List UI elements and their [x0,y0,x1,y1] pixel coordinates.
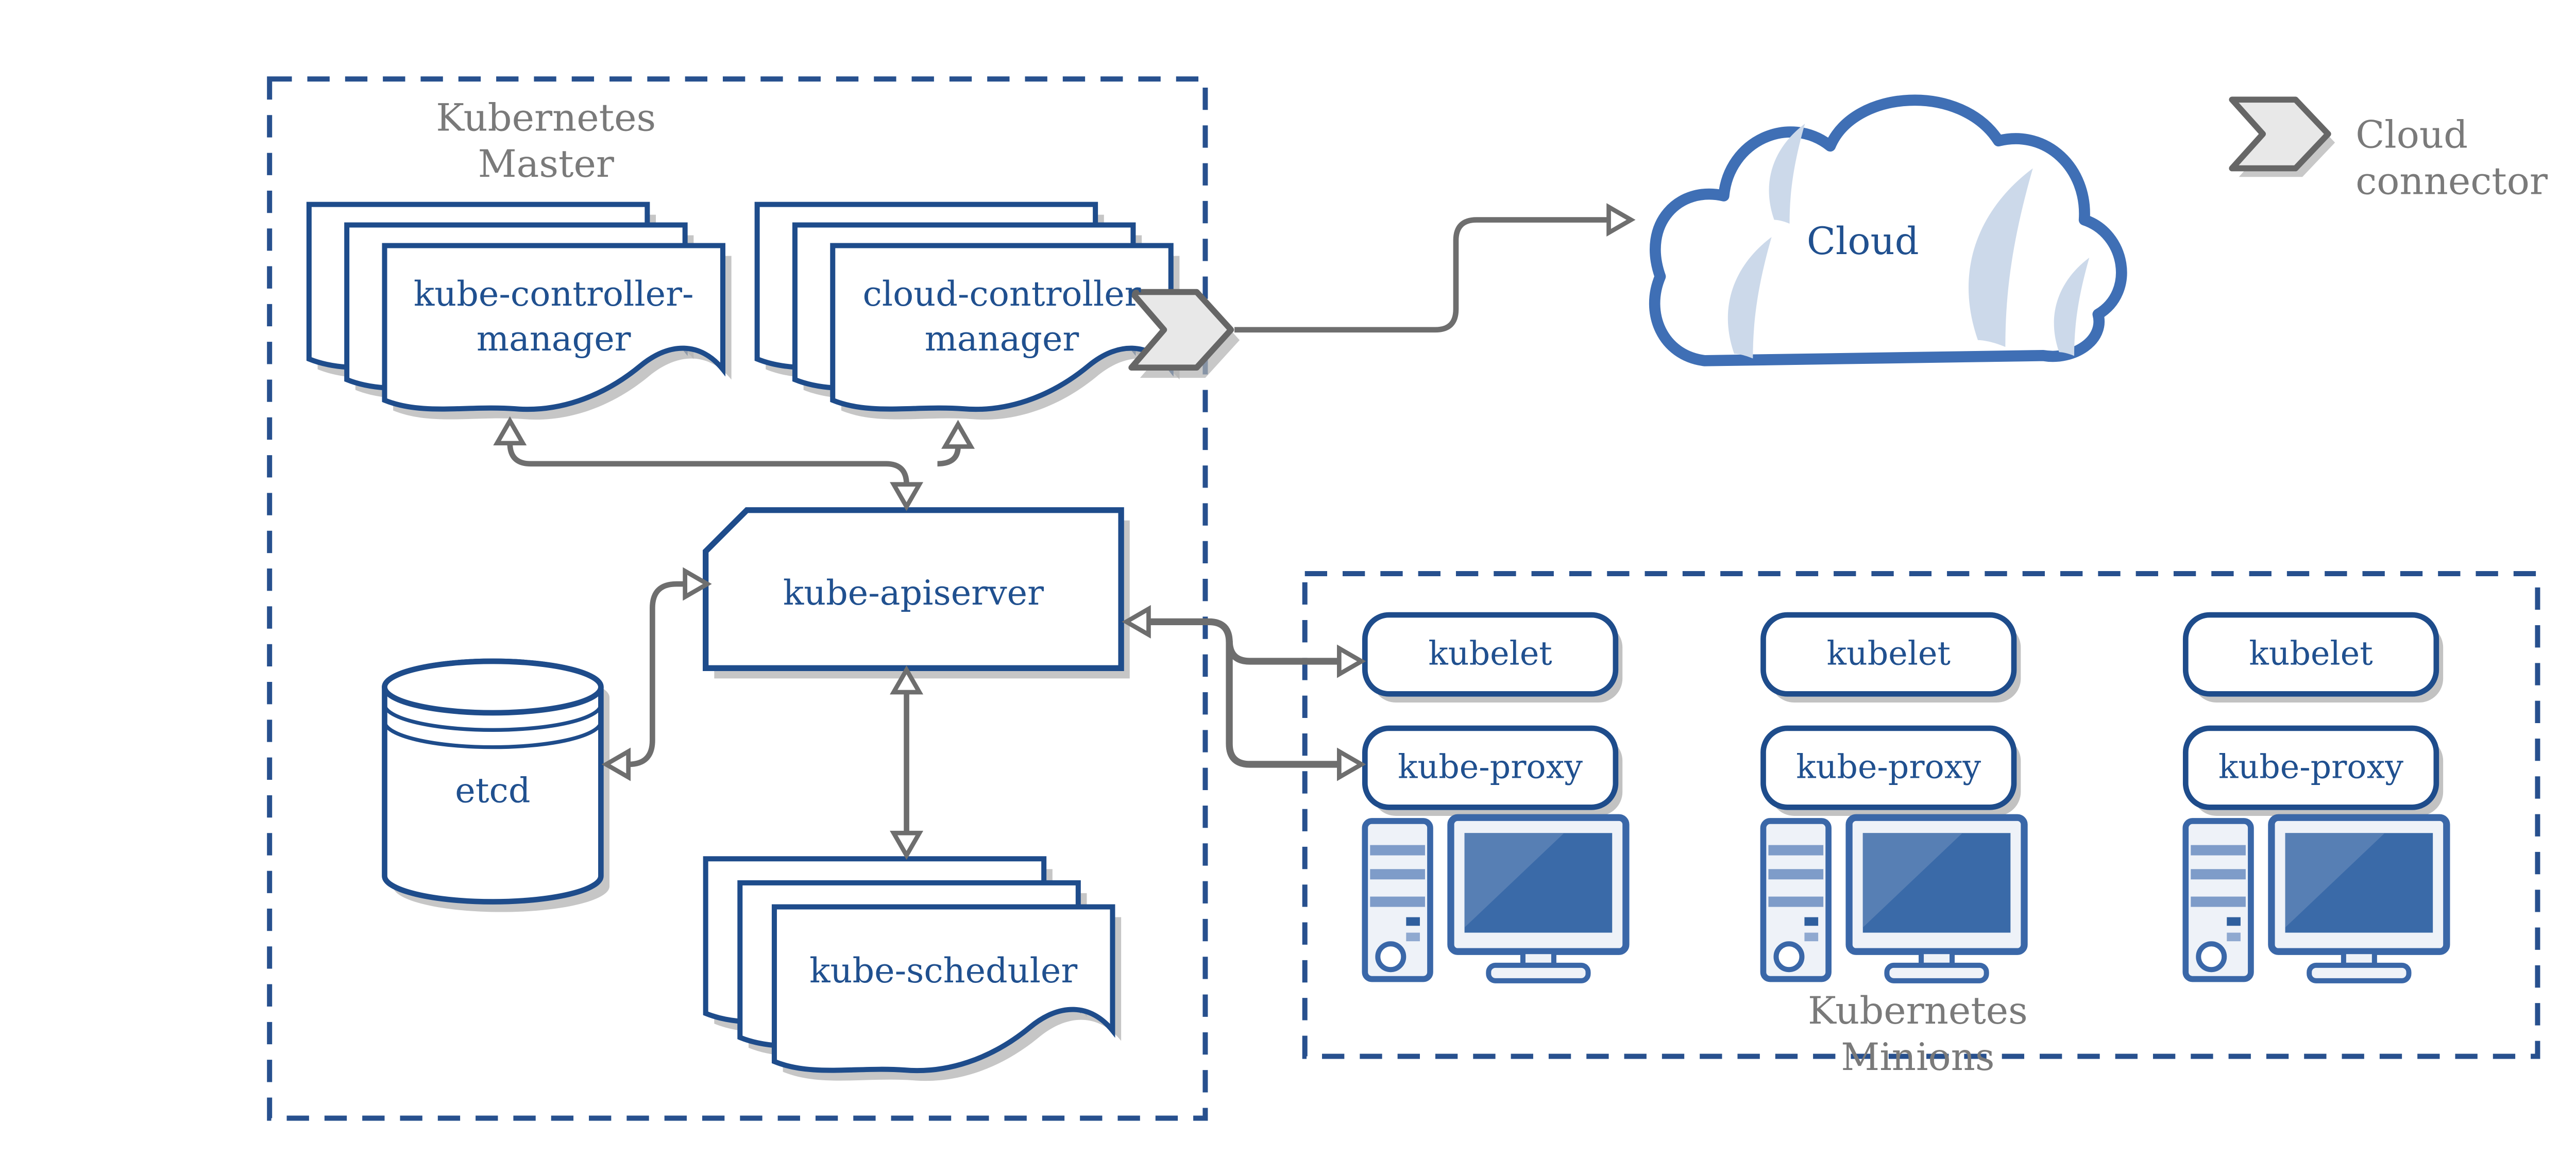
cloud-highlights [1727,123,2090,359]
workstation-icons [1362,814,2450,983]
workstation-icon [1760,814,2028,983]
master-box-frame [267,76,1208,1121]
arrowhead-right-icon [1606,203,1636,237]
etcd-node [382,658,610,912]
cloud-sliver-icon [1769,123,1805,224]
cloud-connector-chevron-icon [1128,289,1234,371]
workstation-icon [1362,814,1630,983]
kube-proxy-box-1 [1362,725,1619,810]
arrowhead-left-icon [601,747,631,781]
cloud-sliver-icon [1727,237,1772,359]
connector-apiserver-to-controllers [507,443,909,485]
cloud-outline [1649,94,2127,366]
arrowheads [493,203,1636,860]
kube-apiserver-node [702,507,1130,679]
connector-apiserver-kubelet [1226,640,1340,665]
document-front [771,904,1115,1074]
cloud-node [1649,94,2127,366]
cloud-connector-chevron [1128,289,1240,378]
arrowhead-left-icon [1122,605,1151,639]
cloud-sliver-icon [1968,168,2033,347]
kube-proxy-box-2 [1760,725,2017,810]
arrowhead-up-icon [941,420,975,449]
arrowhead-down-icon [890,482,924,511]
etcd-ring [382,721,603,749]
kube-controller-manager-node [306,202,732,420]
minions-box-frame [1302,571,2540,1059]
kubelet-box-2 [1760,612,2017,697]
arrowhead-right-icon [683,567,712,601]
document-front [830,243,1174,412]
cloud-sliver-icon [2054,257,2090,356]
kube-scheduler-node [703,856,1122,1081]
document-front [382,243,725,412]
minion-boxes [1362,612,2444,816]
kubelet-box-3 [2182,612,2439,697]
connector-lines [507,217,1609,833]
arrowhead-up-icon [493,416,527,446]
kube-proxy-box-3 [2182,725,2439,810]
kubelet-box-1 [1362,612,1619,697]
connector-etcd-apiserver [628,581,685,767]
arrowhead-down-icon [890,830,924,860]
legend-chevron [2229,96,2335,177]
connector-apiserver-kubeproxy [1148,618,1340,768]
arrowhead-right-icon [1337,747,1366,781]
cloud-controller-manager-node [754,202,1180,420]
etcd-lid [382,658,604,716]
arrowhead-right-icon [1337,644,1366,678]
cloud-connector-chevron-icon [2229,96,2331,172]
apiserver-shape [702,507,1124,672]
connector-trunk-minions [1148,618,1340,768]
connector-branch-cloud-controller [937,446,961,467]
connector-to-cloud [1234,217,1609,333]
workstation-icon [2182,814,2450,983]
arrowhead-up-icon [890,665,924,695]
etcd-ring [382,704,603,732]
